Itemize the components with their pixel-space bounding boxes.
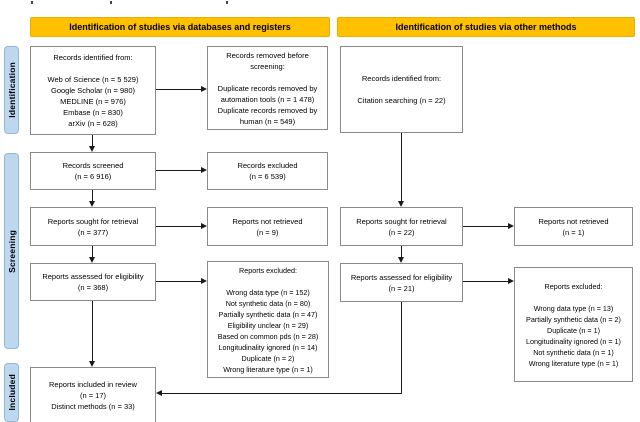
arrow-sought-to-assessed-other bbox=[401, 246, 402, 257]
clipped-caption-fragment bbox=[110, 1, 112, 4]
arrow-identified-to-removed bbox=[156, 89, 201, 90]
box-reports-not-retrieved-databases: Reports not retrieved (n = 9) bbox=[207, 207, 328, 246]
arrow-assessed-to-included bbox=[92, 301, 93, 361]
box-records-excluded: Records excluded (n = 6 539) bbox=[207, 152, 328, 190]
arrow-assessed-other-to-included-horizontal bbox=[162, 393, 402, 394]
arrow-identified-to-screened bbox=[92, 135, 93, 146]
arrow-assessed-to-excluded-other bbox=[463, 281, 508, 282]
arrowhead bbox=[201, 86, 207, 92]
box-reports-included: Reports included in review (n = 17) Dist… bbox=[30, 367, 156, 422]
box-reports-assessed-databases: Reports assessed for eligibility (n = 36… bbox=[30, 263, 156, 301]
arrowhead bbox=[156, 390, 162, 396]
header-other-methods: Identification of studies via other meth… bbox=[337, 17, 635, 37]
box-reports-excluded-other: Reports excluded: Wrong data type (n = 1… bbox=[514, 267, 633, 382]
box-records-removed-before-screening: Records removed before screening: Duplic… bbox=[207, 46, 328, 130]
arrowhead bbox=[398, 201, 404, 207]
arrow-screened-to-excluded bbox=[156, 170, 201, 171]
box-records-identified-other: Records identified from: Citation search… bbox=[340, 46, 463, 133]
box-records-screened: Records screened (n = 6 916) bbox=[30, 152, 156, 190]
arrowhead bbox=[89, 201, 95, 207]
arrow-assessed-other-to-included-vertical bbox=[401, 302, 402, 393]
box-reports-sought-databases: Reports sought for retrieval (n = 377) bbox=[30, 207, 156, 246]
arrowhead bbox=[89, 146, 95, 152]
box-reports-not-retrieved-other: Reports not retrieved (n = 1) bbox=[514, 207, 633, 246]
box-reports-sought-other: Reports sought for retrieval (n = 22) bbox=[340, 207, 463, 246]
arrow-sought-to-assessed-db bbox=[92, 246, 93, 257]
arrowhead bbox=[89, 257, 95, 263]
arrowhead bbox=[89, 361, 95, 367]
stage-tab-included: Included bbox=[4, 363, 19, 422]
stage-tab-identification: Identification bbox=[4, 46, 19, 134]
clipped-caption-fragment bbox=[226, 1, 228, 4]
arrowhead bbox=[201, 278, 207, 284]
clipped-caption-fragment bbox=[31, 1, 33, 4]
header-databases-registers: Identification of studies via databases … bbox=[30, 17, 330, 37]
arrowhead bbox=[398, 257, 404, 263]
arrowhead bbox=[508, 223, 514, 229]
arrowhead bbox=[201, 167, 207, 173]
arrow-citation-to-sought bbox=[401, 133, 402, 201]
arrowhead bbox=[201, 223, 207, 229]
stage-tab-screening: Screening bbox=[4, 153, 19, 349]
stage-label-identification: Identification bbox=[6, 62, 17, 118]
box-reports-excluded-databases: Reports excluded: Wrong data type (n = 1… bbox=[207, 261, 329, 378]
arrowhead bbox=[508, 278, 514, 284]
arrow-assessed-to-excluded-db bbox=[156, 281, 201, 282]
arrow-screened-to-sought bbox=[92, 190, 93, 201]
stage-label-screening: Screening bbox=[6, 229, 17, 273]
box-reports-assessed-other: Reports assessed for eligibility (n = 21… bbox=[340, 263, 463, 302]
arrow-sought-to-notretrieved-db bbox=[156, 226, 201, 227]
stage-label-included: Included bbox=[6, 374, 17, 411]
arrow-sought-to-notretrieved-other bbox=[463, 226, 508, 227]
box-records-identified-databases: Records identified from: Web of Science … bbox=[30, 46, 156, 135]
